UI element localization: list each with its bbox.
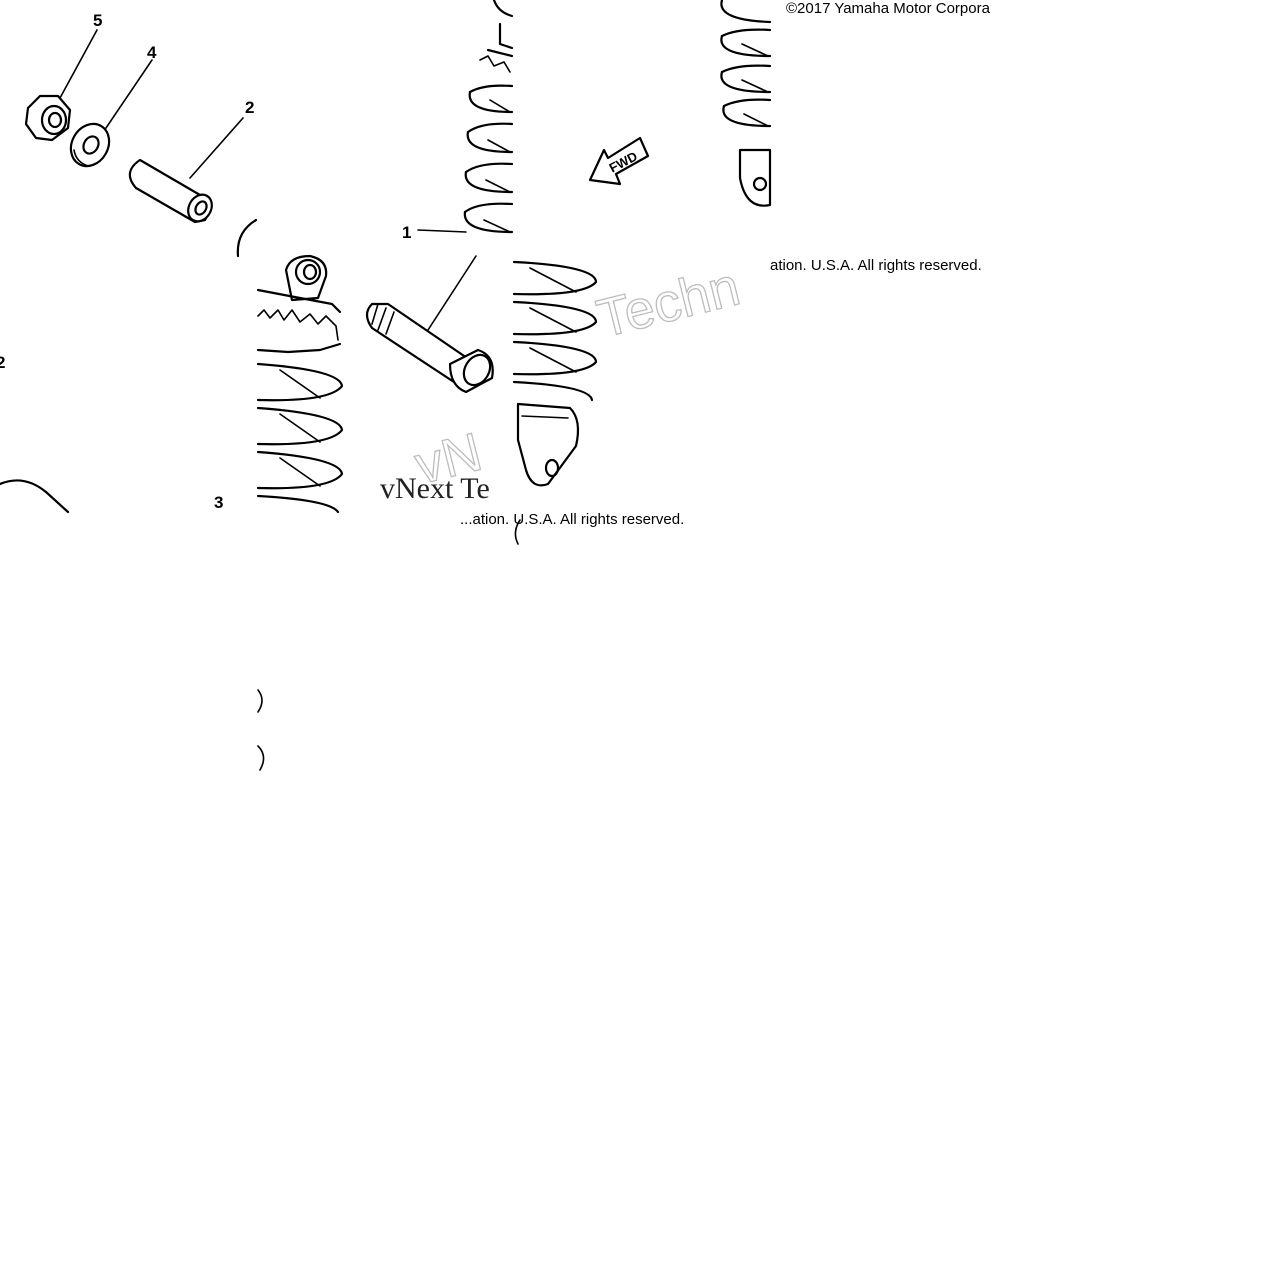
callout-4: 4 bbox=[147, 43, 157, 62]
copyright-top: ©2017 Yamaha Motor Corpora bbox=[786, 0, 991, 17]
collar-part bbox=[128, 158, 213, 224]
fwd-label: FWD bbox=[607, 148, 640, 175]
callout-5: 5 bbox=[93, 11, 102, 30]
bolt-part bbox=[365, 302, 494, 394]
lower-clevis bbox=[516, 402, 580, 487]
lower-eye-bracket bbox=[738, 148, 772, 207]
spring-coils-lower bbox=[512, 260, 598, 402]
spring-coils-mid bbox=[256, 362, 344, 514]
tile-top-left: 5 4 2 bbox=[24, 11, 258, 258]
fwd-arrow-icon: FWD bbox=[588, 136, 650, 186]
tile-top-middle: 1 bbox=[402, 0, 514, 242]
spring-coils-top bbox=[463, 84, 514, 234]
watermark-serif: vNext Te bbox=[380, 472, 490, 505]
washer-part bbox=[69, 122, 111, 168]
callout-2-left: 2 bbox=[0, 353, 5, 372]
tile-mid-left: 2 3 bbox=[0, 353, 223, 514]
tile-bottom-fragments: ...ation. U.S.A. All rights reserved. bbox=[257, 511, 684, 771]
nut-part bbox=[24, 94, 72, 142]
watermark-ghost-top: Techn bbox=[591, 256, 745, 349]
tile-mid-right: ation. U.S.A. All rights reserved. Techn bbox=[512, 256, 982, 487]
copyright-middle: ation. U.S.A. All rights reserved. bbox=[770, 257, 982, 274]
upper-eye bbox=[284, 254, 328, 302]
callout-3: 3 bbox=[214, 493, 223, 512]
tile-top-right: ©2017 Yamaha Motor Corpora FWD bbox=[588, 0, 991, 207]
copyright-bottom: ...ation. U.S.A. All rights reserved. bbox=[460, 511, 684, 528]
callout-1: 1 bbox=[402, 223, 411, 242]
tile-mid-middle: vNext Te vN bbox=[256, 254, 494, 514]
callout-2: 2 bbox=[245, 98, 254, 117]
spring-coils-right bbox=[720, 0, 772, 128]
